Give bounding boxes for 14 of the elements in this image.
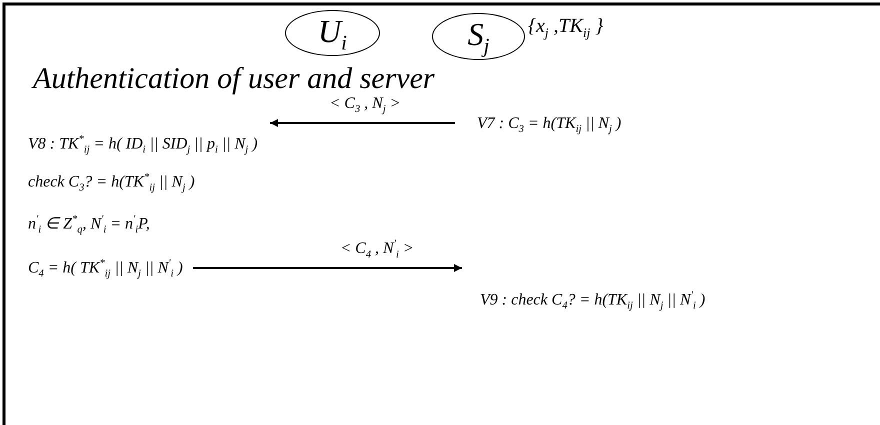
formula-text: V7 : C$_{3}$ = h(TK$_{ij}$ || N$_{j}$ ) [477,114,622,138]
formula-text: V8 : TK$^{*}$$_{ij}$ = h( ID$_{i}$ || SID$_{j}$ || p$_{i}$ || N$_{j}$ ) [28,133,258,158]
key-set-text: {x$_{j}$ ,TK$_{ij}$ } [528,16,604,42]
formula-text: V9 : check C$_{4}$? = h(TK$_{ij}$ || N$_{j}$ || N$^{'}$$_{i}$ ) [480,289,706,314]
formula-text: check C$_{3}$? = h(TK$^{*}$$_{ij}$ || N$_{j}$ ) [28,171,195,196]
message-arrow [193,264,462,272]
user-ellipse [285,10,380,56]
formula-text: C$_{4}$ = h( TK$^{*}$$_{ij}$ || N$_{j}$ || N$^{'}$$_{i}$ ) [28,257,183,282]
formula-text: n$^{'}$$_{i}$ ∈ Z$^{*}$$_{q}$, N$^{'}$$_{i}$ = n$^{'}$$_{i}$P, [28,213,150,238]
message-arrow [270,119,455,127]
party-label: U$_{i}$ [318,12,347,56]
party-label: S$_{j}$ [468,15,490,60]
server-ellipse [432,13,525,60]
title-text: Authentication of user and server [33,62,435,96]
